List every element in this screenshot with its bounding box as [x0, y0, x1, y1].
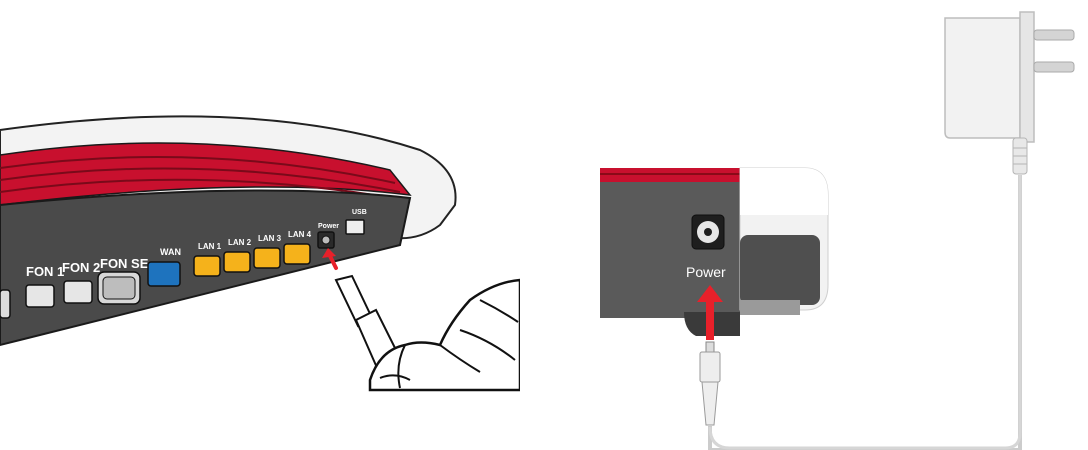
port-label-lan2: LAN 2	[228, 238, 252, 247]
port-label-fonse: FON SE	[100, 256, 149, 271]
port-label-lan3: LAN 3	[258, 234, 282, 243]
hand-icon	[370, 280, 520, 390]
power-label: Power	[686, 264, 726, 280]
plug-icon	[700, 342, 720, 425]
port-label-fon1: FON 1	[26, 264, 64, 279]
port-label-lan1: LAN 1	[198, 242, 222, 251]
router-icon: FON 1 FON 2 FON SE WAN LAN 1 LAN 2 LAN 3…	[0, 0, 520, 450]
router-rear-illustration: FON 1 FON 2 FON SE WAN LAN 1 LAN 2 LAN 3…	[0, 0, 520, 450]
port-label-power: Power	[318, 223, 339, 230]
port-label-lan4: LAN 4	[288, 230, 312, 239]
power-adapter	[945, 12, 1074, 174]
port-label-fon2: FON 2	[62, 260, 100, 275]
port-label-usb: USB	[352, 209, 367, 216]
power-adapter-icon: Power	[600, 0, 1088, 450]
power-connection-illustration: Power	[600, 0, 1088, 450]
port-label-wan: WAN	[160, 247, 181, 257]
